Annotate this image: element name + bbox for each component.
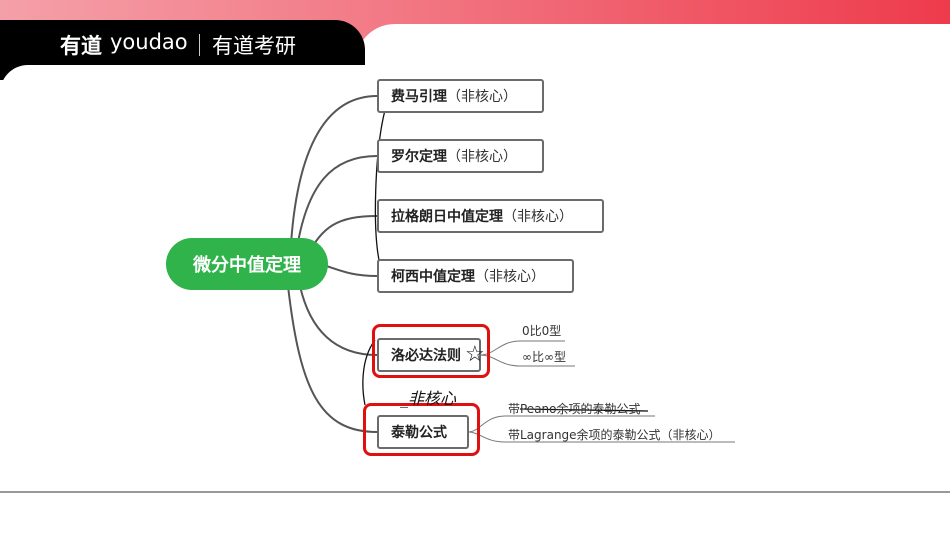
branch-taylor[interactable]: 泰勒公式	[377, 415, 469, 449]
connector-6	[287, 285, 378, 433]
highlight-box-taylor	[363, 403, 480, 456]
sub-item[interactable]: ∞比∞型	[522, 350, 566, 364]
branch-note: （非核心）	[447, 149, 517, 165]
branch-note: （非核心）	[475, 269, 545, 285]
branch-title: 费马引理	[391, 89, 447, 105]
branch-cauchy[interactable]: 柯西中值定理（非核心）	[377, 259, 574, 293]
sub-item[interactable]: 带Lagrange余项的泰勒公式（非核心）	[508, 428, 721, 442]
bottom-divider	[0, 491, 950, 493]
strikethrough	[519, 408, 649, 412]
handwritten-bracket-2	[362, 339, 376, 406]
branch-title: 罗尔定理	[391, 149, 447, 165]
central-topic[interactable]: 微分中值定理	[166, 238, 328, 290]
connector-2	[294, 155, 378, 263]
sub-item[interactable]: 0比0型	[522, 324, 562, 338]
logo-divider	[199, 34, 200, 56]
branch-title: 柯西中值定理	[391, 269, 475, 285]
sub-connector-2	[479, 354, 575, 367]
product-name: 有道考研	[212, 34, 296, 58]
branch-lagrange[interactable]: 拉格朗日中值定理（非核心）	[377, 199, 604, 233]
highlight-box-lhopital	[372, 324, 490, 378]
sub-item[interactable]: 带Peano余项的泰勒公式	[508, 402, 641, 416]
branch-rolle[interactable]: 罗尔定理（非核心）	[377, 139, 544, 173]
branch-fermat[interactable]: 费马引理（非核心）	[377, 79, 544, 113]
logo-en: youdao	[110, 30, 188, 54]
sub-connector-3	[467, 415, 655, 433]
branch-note: （非核心）	[503, 209, 573, 225]
connector-1	[289, 95, 378, 263]
branch-title: 拉格朗日中值定理	[391, 209, 503, 225]
logo-cn: 有道	[60, 34, 102, 58]
branch-lhopital[interactable]: 洛必达法则	[377, 338, 481, 372]
connector-5	[299, 285, 378, 356]
handwritten-note: _非核心	[400, 389, 457, 408]
branch-title: 洛必达法则	[391, 348, 461, 364]
connector-4	[319, 263, 378, 277]
branch-title: 泰勒公式	[391, 425, 447, 441]
sub-connector-1	[479, 340, 565, 356]
star-icon: ☆	[465, 342, 485, 367]
sub-connector-4	[467, 431, 735, 443]
branch-note: （非核心）	[447, 89, 517, 105]
